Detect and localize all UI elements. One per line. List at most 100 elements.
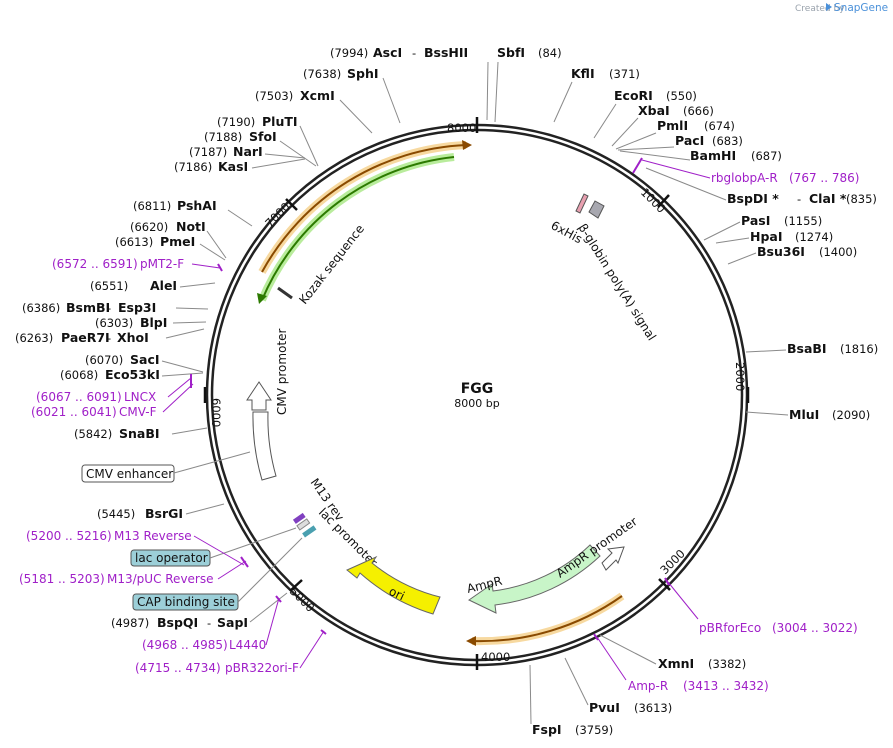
primer-m13-puc-reverse-part: (5181 .. 5203)	[19, 572, 105, 586]
site-pshai-part: (6811)	[133, 199, 171, 213]
primer-l4440[interactable]: (4968 .. 4985) L4440	[142, 638, 266, 652]
primer-pmt2-f-part: pMT2-F	[140, 257, 184, 271]
site-bamhi[interactable]: BamHI (687)	[690, 148, 782, 163]
site-fspi-part: FspI	[532, 722, 562, 737]
orf-orange-arc[interactable]	[258, 140, 472, 274]
cmv-enhancer-arc[interactable]	[252, 411, 277, 481]
site-asci-bsshii[interactable]: (7994) AscI - BssHII	[330, 45, 468, 60]
site-pvui[interactable]: PvuI (3613)	[589, 700, 672, 715]
polya-marker-part	[588, 200, 605, 219]
leader-line	[617, 146, 675, 151]
ori-arrow[interactable]	[346, 555, 441, 615]
brand-snapgene[interactable]: SnapGene	[834, 2, 888, 14]
site-pmei[interactable]: (6613) PmeI	[115, 234, 195, 249]
site-pmei-part: (6613)	[115, 235, 153, 249]
primer-m13-puc-reverse[interactable]: (5181 .. 5203) M13/pUC Reverse	[19, 572, 214, 586]
feature-cmv-promoter[interactable]: CMV promoter	[275, 328, 289, 415]
orf-green-arc-part	[261, 156, 455, 301]
site-paci[interactable]: PacI (683)	[675, 133, 743, 148]
primer-amp-r-part: (3413 .. 3432)	[683, 679, 769, 693]
site-snabi[interactable]: (5842) SnaBI	[74, 426, 160, 441]
site-bsrgi[interactable]: (5445) BsrGI	[97, 506, 183, 521]
leader-line	[564, 657, 589, 706]
cmv-enhancer-box[interactable]: CMV enhancer	[81, 464, 175, 483]
site-pluti[interactable]: (7190) PluTI	[217, 114, 298, 129]
site-kasi[interactable]: (7186) KasI	[174, 159, 248, 174]
orf-orange-arc-2-part	[466, 636, 476, 646]
site-bspdi-clai[interactable]: BspDI * - ClaI * (835)	[727, 191, 877, 206]
site-bsabi[interactable]: BsaBI (1816)	[787, 341, 878, 356]
tick-label-7000: 7000	[262, 200, 293, 231]
site-hpai[interactable]: HpaI (1274)	[750, 229, 833, 244]
lac-promoter-marker-part	[302, 525, 317, 538]
leader-line	[279, 140, 317, 167]
site-kfli[interactable]: KflI (371)	[571, 66, 640, 81]
primer-lncx[interactable]: (6067 .. 6091) LNCX	[36, 390, 156, 404]
leader-line	[167, 377, 192, 398]
site-eco53ki[interactable]: (6068) Eco53kI	[60, 367, 160, 382]
feature-ori[interactable]: ori	[387, 584, 407, 603]
polya-marker[interactable]	[588, 200, 605, 219]
site-bspqi-sapi-part: -	[207, 616, 211, 630]
leader-line	[275, 595, 282, 603]
orf-green-arc[interactable]	[257, 153, 455, 304]
site-mlui[interactable]: MluI (2090)	[789, 407, 870, 422]
site-bsabi-part: BsaBI	[787, 341, 827, 356]
site-paci-part: (683)	[712, 134, 743, 148]
primer-pbrforeco-part: pBRforEco	[699, 621, 761, 635]
primer-pmt2-f[interactable]: (6572 .. 6591) pMT2-F	[52, 257, 184, 271]
primer-lncx-part: (6067 .. 6091)	[36, 390, 122, 404]
primer-rbglobpa-r[interactable]: rbglobpA-R (767 .. 786)	[711, 171, 859, 185]
his-tag-marker[interactable]	[575, 193, 589, 214]
site-bspqi-sapi-part: SapI	[217, 615, 248, 630]
site-fspi[interactable]: FspI (3759)	[532, 722, 613, 737]
leader-line	[320, 629, 327, 635]
primer-amp-r[interactable]: Amp-R (3413 .. 3432)	[628, 679, 769, 693]
primer-pbr322ori-f-part: (4715 .. 4734)	[135, 661, 221, 675]
site-paer7i-xhoi[interactable]: (6263) PaeR7I - XhoI	[15, 330, 149, 345]
site-xcmi-part: XcmI	[300, 88, 335, 103]
feature-polya[interactable]: β-globin poly(A) signal	[575, 221, 658, 343]
site-sbfi[interactable]: SbfI (84)	[497, 45, 562, 60]
site-sphi-part: (7638)	[303, 67, 341, 81]
cmv-promoter-arrow[interactable]	[246, 381, 272, 411]
primer-cmv-f[interactable]: (6021 .. 6041) CMV-F	[31, 405, 157, 419]
lac-operator-box[interactable]: lac operator	[130, 549, 211, 567]
site-bsrgi-part: BsrGI	[145, 506, 183, 521]
site-pshai[interactable]: (6811) PshAI	[133, 198, 217, 213]
site-xbai[interactable]: XbaI (666)	[638, 103, 714, 118]
site-saci[interactable]: (6070) SacI	[85, 352, 160, 367]
primer-pbrforeco[interactable]: pBRforEco (3004 .. 3022)	[699, 621, 858, 635]
site-ecori[interactable]: EcoRI (550)	[614, 88, 697, 103]
primer-pbr322ori-f[interactable]: (4715 .. 4734) pBR322ori-F	[135, 661, 299, 675]
leader-line	[339, 99, 373, 134]
feature-cmv-enhancer: CMV enhancer	[86, 467, 173, 481]
site-sfoi[interactable]: (7188) SfoI	[204, 129, 277, 144]
leader-line	[206, 230, 227, 259]
site-noti[interactable]: (6620) NotI	[130, 219, 206, 234]
leader-line	[161, 360, 204, 373]
ori-arrow-part	[346, 555, 441, 615]
site-pasi[interactable]: PasI (1155)	[741, 213, 822, 228]
site-xmni[interactable]: XmnI (3382)	[658, 656, 746, 671]
ampr-promoter-arrow[interactable]	[601, 546, 625, 571]
site-pmli[interactable]: PmlI (674)	[657, 118, 735, 133]
site-blpi[interactable]: (6303) BlpI	[95, 315, 167, 330]
lac-operator-leader	[209, 527, 297, 559]
orf-orange-arc-2-part	[471, 595, 623, 643]
lac-promoter-marker[interactable]	[292, 512, 317, 538]
site-bsmbi-esp3i[interactable]: (6386) BsmBI - Esp3I	[22, 300, 156, 315]
orf-orange-arc-2[interactable]	[466, 592, 625, 646]
site-snabi-part: (5842)	[74, 427, 112, 441]
cap-binding-box[interactable]: CAP binding site	[132, 593, 239, 611]
site-bsu36i[interactable]: Bsu36I (1400)	[757, 244, 857, 259]
feature-ampr-promoter[interactable]: AmpR promoter	[554, 514, 640, 580]
site-sphi[interactable]: (7638) SphI	[303, 66, 379, 81]
site-nari[interactable]: (7187) NarI	[189, 144, 263, 159]
tick-marks	[203, 117, 750, 670]
primer-m13-reverse[interactable]: (5200 .. 5216) M13 Reverse	[26, 529, 192, 543]
site-alei[interactable]: (6551) AleI	[90, 278, 177, 293]
site-xcmi[interactable]: (7503) XcmI	[255, 88, 335, 103]
site-bspqi-sapi[interactable]: (4987) BspQI - SapI	[111, 615, 248, 630]
ampr-arrow[interactable]	[468, 544, 601, 614]
